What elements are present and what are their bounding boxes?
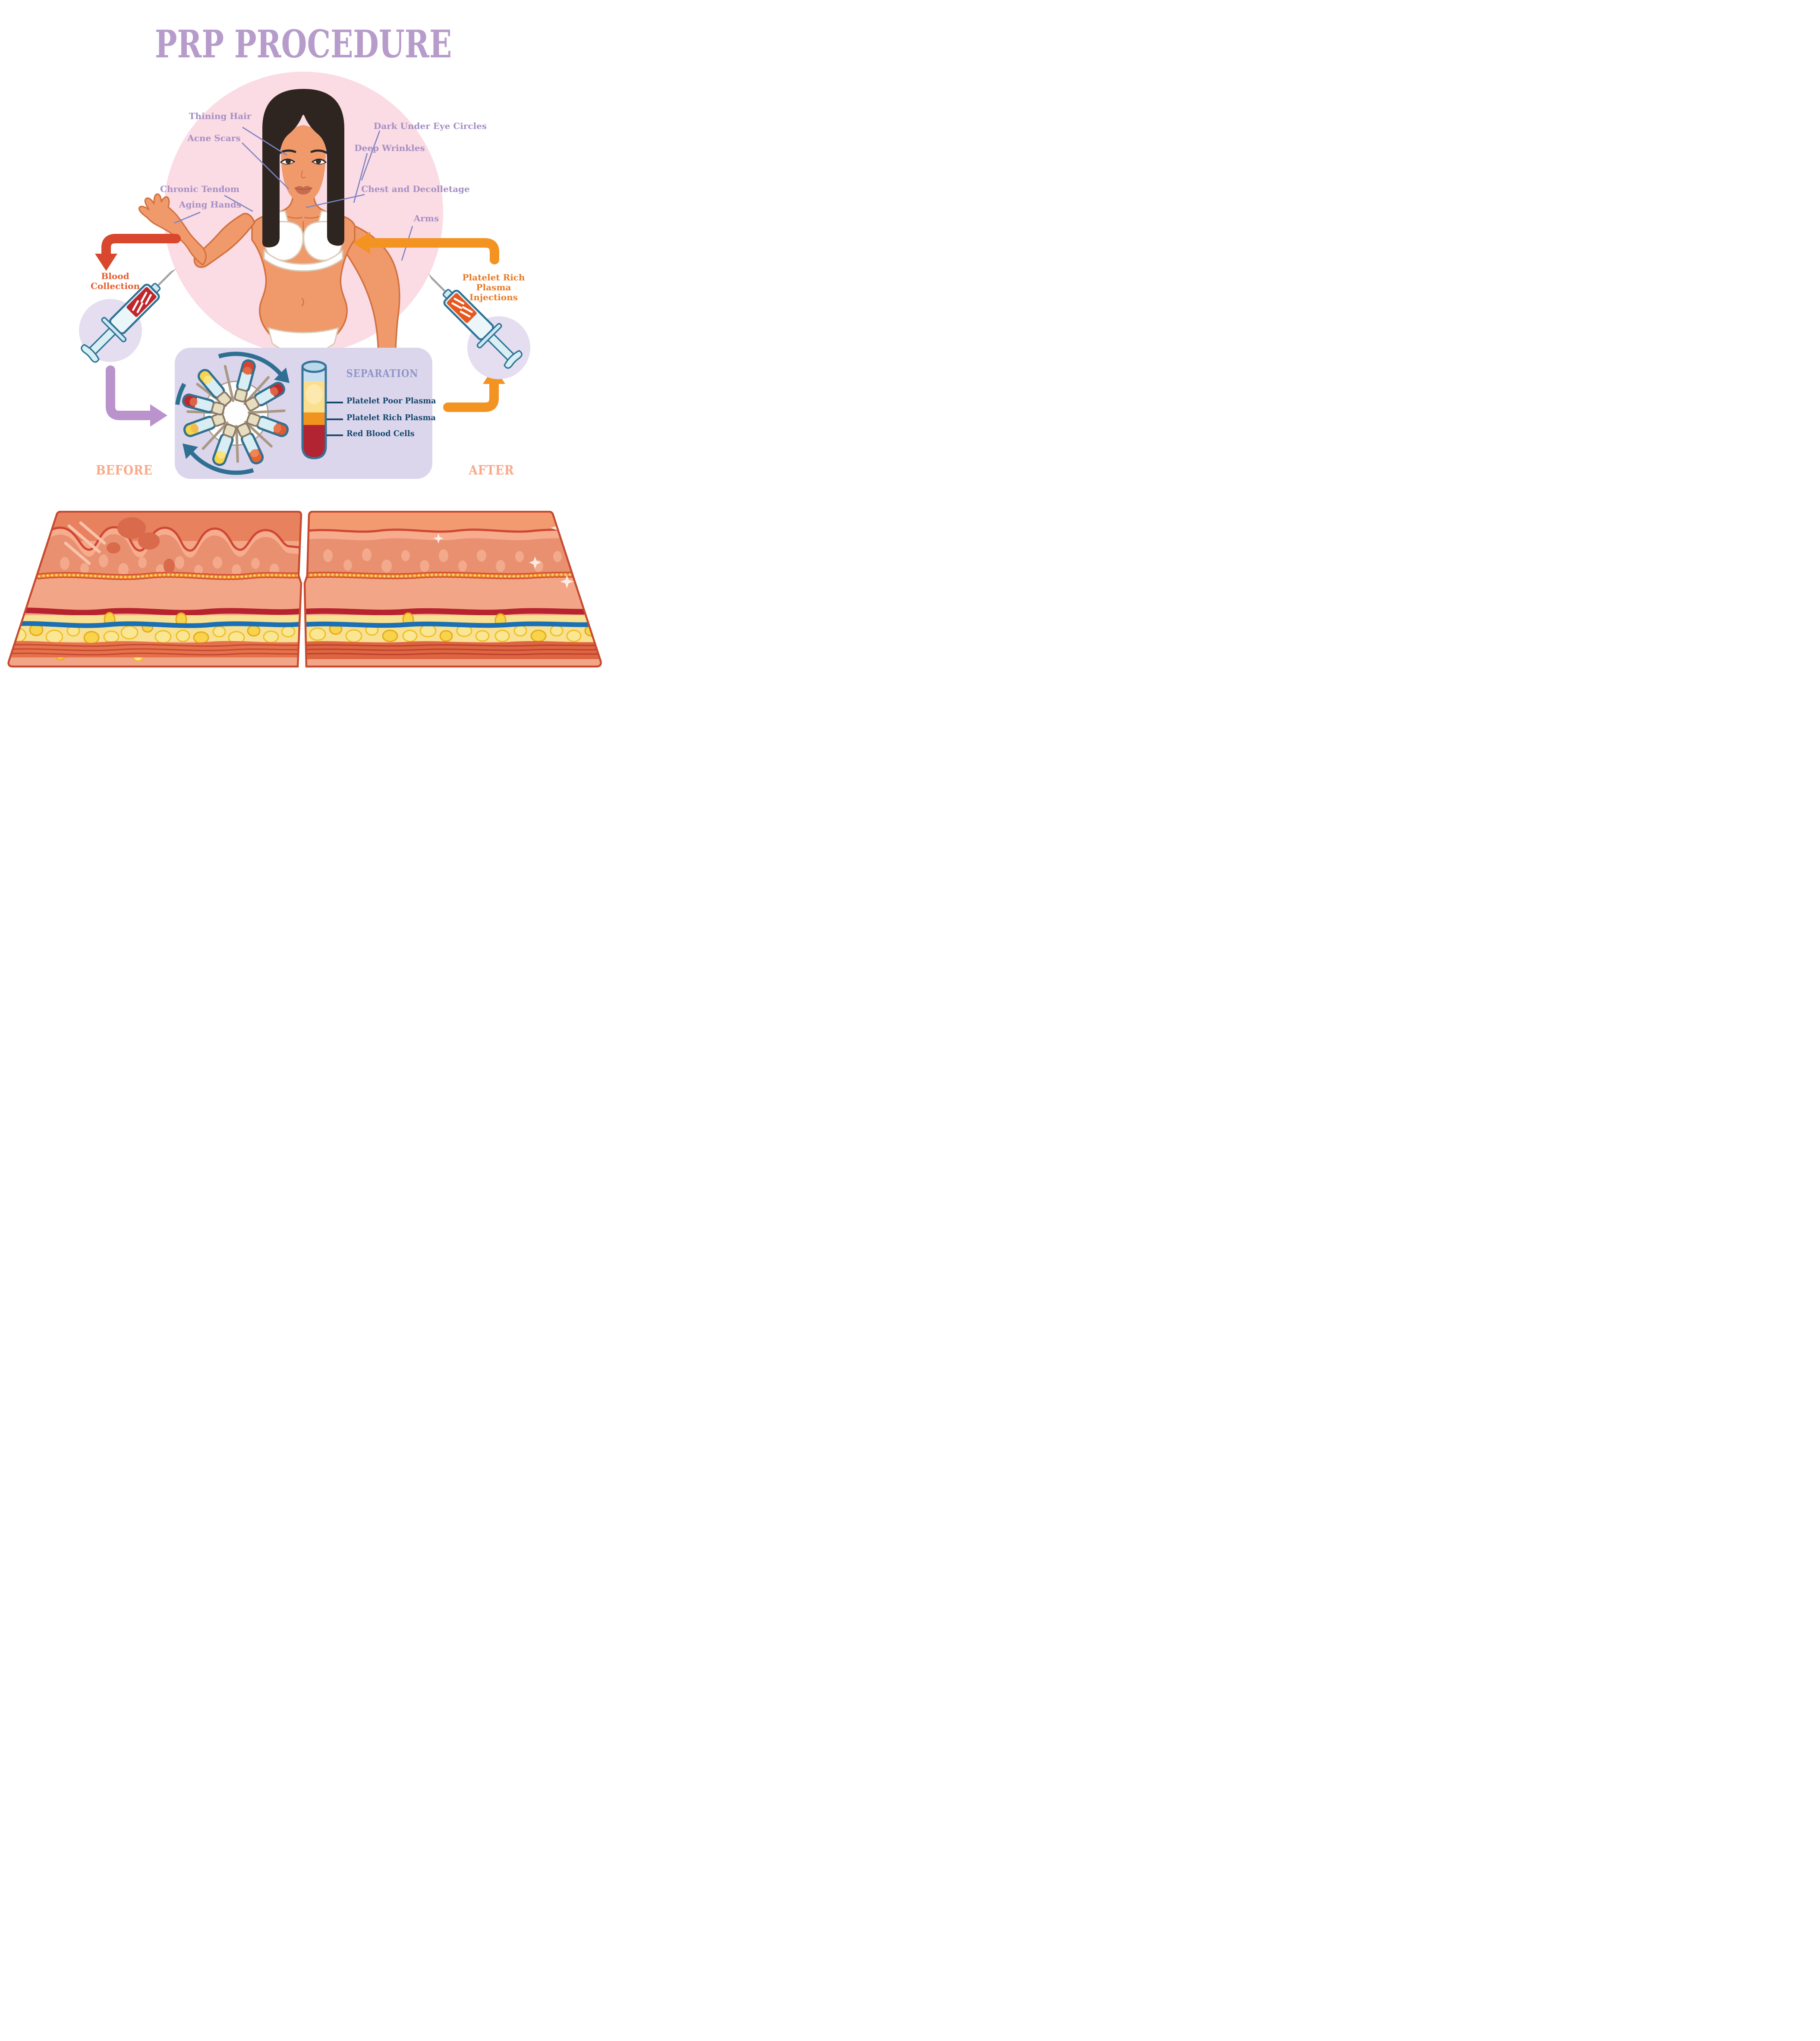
label-dark-under-eye-circles: Dark Under Eye Circles (373, 121, 487, 131)
tube-layer-rbc (302, 425, 326, 458)
label-chest-and-decolletage: Chest and Decolletage (361, 184, 470, 194)
cell-blobs (323, 548, 581, 572)
label-arms: Arms (413, 213, 439, 223)
rotation-arrows-icon (175, 352, 283, 475)
bra-band (263, 249, 343, 272)
skin-block-before (7, 511, 302, 668)
nose (301, 170, 306, 179)
dermis-cells (305, 538, 601, 576)
leader-acne-scars (242, 142, 289, 189)
eyebrow-right (310, 149, 328, 154)
rotation-arrowhead-top (274, 368, 290, 383)
woman-figure (138, 89, 400, 359)
before-streak-lines (64, 521, 106, 565)
blood-collection-arrowhead (95, 254, 117, 271)
skin-block-after (303, 511, 602, 668)
label-platelet-poor-plasma: Platelet Poor Plasma (346, 396, 436, 406)
centrifuge-tubes (182, 359, 289, 466)
vein (305, 621, 601, 628)
after-outline (303, 511, 602, 668)
injection-arrow (365, 238, 499, 264)
label-red-blood-cells: Red Blood Cells (346, 429, 415, 438)
before-outline (7, 511, 302, 668)
centrifuge-icon (175, 352, 290, 475)
label-chronic-tendom: Chronic Tendom (160, 184, 239, 194)
label-prp-injections: Platelet Rich Plasma Injections (462, 272, 525, 302)
to-centrifuge-arrow (106, 365, 157, 420)
before-layers (8, 512, 301, 667)
face-features (279, 149, 328, 195)
tube-rim (301, 360, 327, 373)
prp-infographic: PRP PROCEDURE Thining Hair Dark Under Ey… (0, 0, 607, 680)
lip-line (294, 188, 312, 190)
leader-aging-hands (174, 211, 201, 224)
tube-tick-lines (327, 402, 343, 436)
muscle-stripes (8, 644, 301, 656)
eyelashes (280, 158, 327, 163)
lips (295, 186, 312, 195)
separation-title: SEPARATION (346, 367, 419, 380)
test-tube-icon (301, 360, 343, 459)
blood-collection-arrow (101, 234, 181, 260)
rotation-arrowhead-bottom (183, 443, 198, 459)
to-syringe-arrow (443, 378, 499, 412)
navel (301, 298, 304, 307)
tube-layer-ppp-highlight (305, 384, 323, 404)
label-before: BEFORE (96, 463, 153, 478)
label-platelet-rich-plasma: Platelet Rich Plasma (346, 413, 436, 422)
injection-arrowhead (353, 232, 370, 254)
leader-dark-under-eye (361, 130, 381, 181)
label-acne-scars: Acne Scars (187, 133, 241, 143)
label-deep-wrinkles: Deep Wrinkles (354, 143, 425, 153)
artery (8, 607, 301, 616)
basement-beads (305, 572, 601, 579)
leader-chest (305, 194, 365, 208)
tube-layer-prp (302, 412, 326, 425)
face (281, 125, 326, 204)
scene-art (0, 72, 530, 427)
label-blood-collection: Blood Collection (90, 271, 140, 291)
to-centrifuge-arrowhead (150, 404, 167, 427)
before-damage-spots (107, 517, 175, 573)
muscle-stripes (305, 644, 601, 655)
tube-outline (301, 367, 327, 459)
epidermis-line (42, 526, 301, 552)
vein (8, 621, 301, 628)
leader-chronic-tendom (224, 195, 253, 212)
label-after: AFTER (469, 463, 514, 478)
label-aging-hands: Aging Hands (179, 199, 242, 210)
artery (305, 608, 601, 616)
separation-panel (175, 348, 432, 479)
hair (262, 89, 345, 248)
after-layers (305, 512, 601, 667)
label-thining-hair: Thining Hair (189, 111, 252, 121)
leader-thining-hair (242, 126, 287, 156)
separation-art (175, 352, 343, 475)
basement-beads (36, 572, 301, 580)
page-title: PRP PROCEDURE (154, 22, 452, 66)
flow-arrows (95, 232, 505, 427)
leader-deep-wrinkles (353, 153, 368, 203)
cell-blobs (60, 554, 279, 576)
